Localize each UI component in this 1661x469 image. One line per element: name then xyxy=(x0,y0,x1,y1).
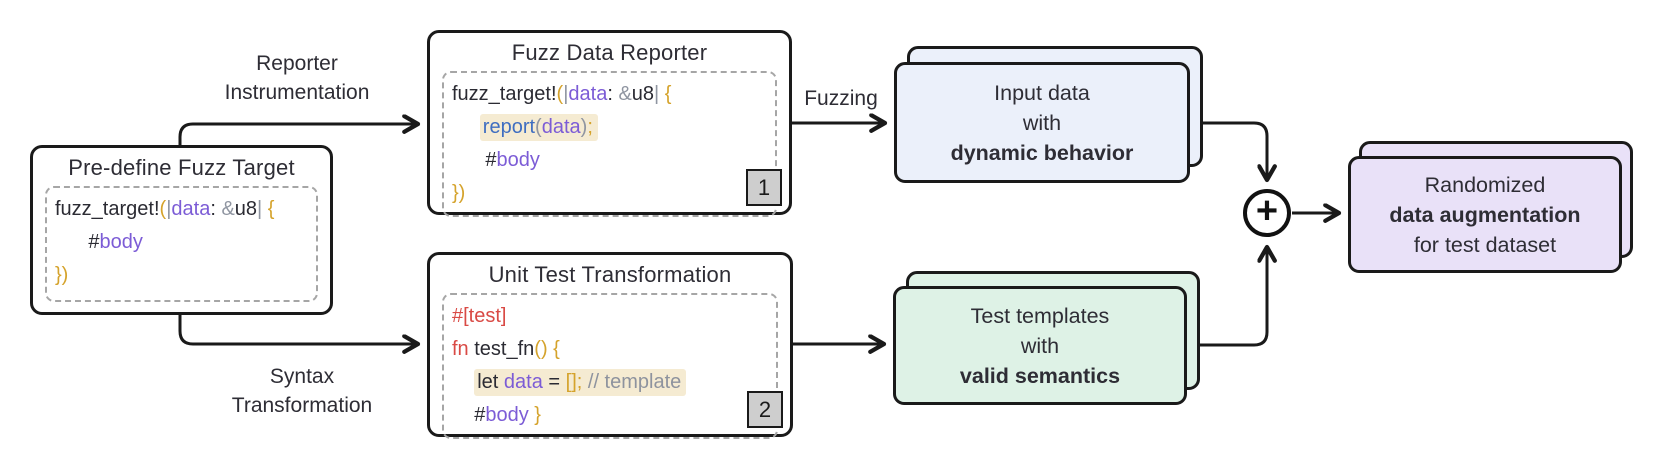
step-2-badge: 2 xyxy=(747,391,783,428)
test-templates-line-1: Test templates xyxy=(970,303,1110,328)
merge-plus-circle: + xyxy=(1243,189,1291,237)
fuzz-data-reporter-box: Fuzz Data Reporter fuzz_target!(|data: &… xyxy=(427,30,792,217)
arrow-templates-to-plus xyxy=(1187,249,1267,347)
predefine-fuzz-target-title: Pre-define Fuzz Target xyxy=(68,155,295,180)
test-templates-card-front: Test templates with valid semantics xyxy=(893,286,1187,405)
arrow-syntax-transformation xyxy=(178,314,416,344)
input-data-cards: Input data with dynamic behavior xyxy=(894,46,1203,183)
input-data-line-3: dynamic behavior xyxy=(950,140,1134,165)
reporter-instrumentation-label: Reporter Instrumentation xyxy=(224,52,370,104)
predefine-code-snippet: fuzz_target!(|data: &u8| { #body}) xyxy=(45,186,318,302)
arrow-input-data-to-plus xyxy=(1190,121,1267,178)
unit-test-transformation-box: Unit Test Transformation #[test]fn test_… xyxy=(427,252,793,439)
randomized-line-1: Randomized xyxy=(1424,172,1546,197)
syntax-transformation-label: Syntax Transformation xyxy=(231,365,373,417)
input-data-line-1: Input data xyxy=(994,80,1090,105)
input-data-card-front: Input data with dynamic behavior xyxy=(894,62,1190,183)
test-templates-cards: Test templates with valid semantics xyxy=(893,271,1200,405)
fuzzing-label: Fuzzing xyxy=(804,87,878,110)
fuzz-data-reporter-title: Fuzz Data Reporter xyxy=(511,40,708,65)
test-templates-line-2: with xyxy=(1020,333,1060,358)
randomized-augmentation-cards: Randomized data augmentation for test da… xyxy=(1348,141,1633,273)
predefine-fuzz-target-box: Pre-define Fuzz Target fuzz_target!(|dat… xyxy=(30,145,333,315)
step-1-badge: 1 xyxy=(746,169,782,206)
fuzz-data-reporter-code-snippet: fuzz_target!(|data: &u8| { report(data);… xyxy=(442,71,777,217)
plus-icon: + xyxy=(1255,190,1279,232)
unit-test-transformation-title: Unit Test Transformation xyxy=(488,262,732,287)
randomized-line-3: for test dataset xyxy=(1413,232,1557,257)
randomized-card-front: Randomized data augmentation for test da… xyxy=(1348,156,1622,273)
unit-test-code-snippet: #[test]fn test_fn() { let data = []; // … xyxy=(442,293,778,439)
randomized-line-2: data augmentation xyxy=(1389,202,1581,227)
test-templates-line-3: valid semantics xyxy=(959,363,1121,388)
arrow-reporter-instrumentation xyxy=(178,124,416,146)
input-data-line-2: with xyxy=(1022,110,1062,135)
